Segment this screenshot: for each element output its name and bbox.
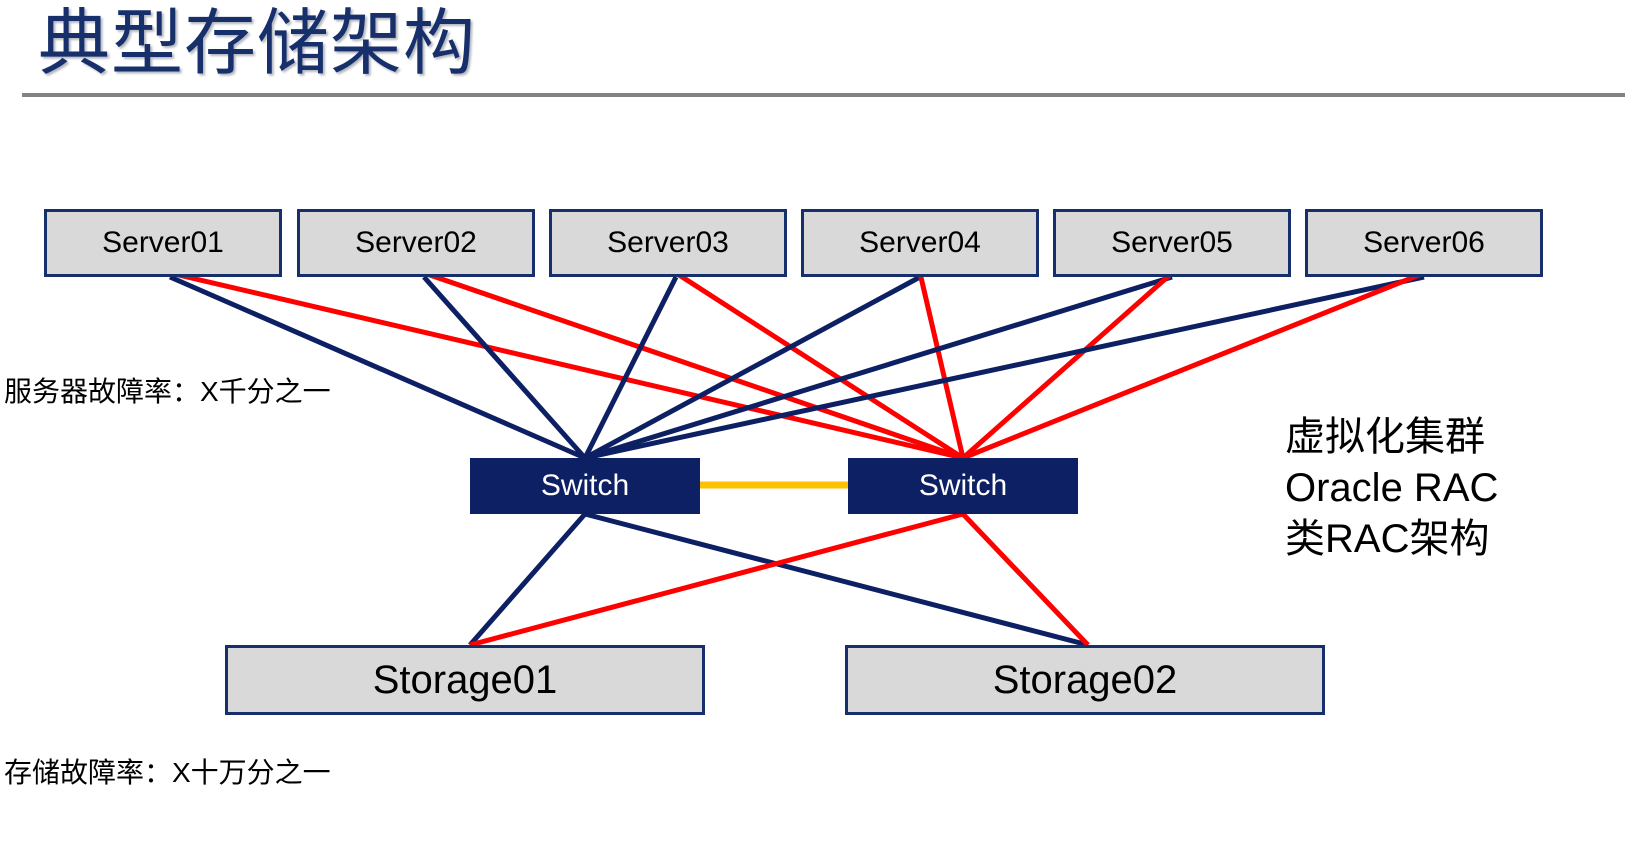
link-server04-to-switch-right <box>917 272 966 459</box>
server-label: Server01 <box>102 226 224 259</box>
link-server02-to-switch-right <box>423 270 964 461</box>
link-server03-to-switch-right <box>674 270 965 461</box>
link-switch-left-to-storage01 <box>468 512 587 647</box>
switch-node-switch-right[interactable]: Switch <box>848 458 1078 514</box>
storage-failure-rate-note: 存储故障率：X十万分之一 <box>4 757 331 788</box>
server-label: Server05 <box>1111 226 1233 259</box>
cluster-note-line-1: Oracle RAC <box>1285 466 1499 510</box>
link-server05-to-switch-right <box>961 271 1174 460</box>
title-divider <box>22 93 1625 97</box>
link-server04-to-switch-left <box>583 274 922 461</box>
link-server01-to-switch-right <box>169 270 964 461</box>
switch-label: Switch <box>918 469 1008 502</box>
switch-label: Switch <box>540 469 630 502</box>
link-server05-to-switch-left <box>584 274 1173 461</box>
server-node-server01[interactable]: Server01 <box>44 209 282 277</box>
switch-node-switch-left[interactable]: Switch <box>470 458 700 514</box>
server-label: Server04 <box>859 226 981 259</box>
link-server06-to-switch-left <box>584 274 1425 461</box>
link-server06-to-switch-right <box>962 270 1425 461</box>
cluster-note-line-2: 类RAC架构 <box>1285 517 1490 561</box>
server-label: Server02 <box>355 226 477 259</box>
server-label: Server06 <box>1363 226 1485 259</box>
server-node-server03[interactable]: Server03 <box>549 209 787 277</box>
page-title: 典型存储架构 <box>38 4 477 84</box>
storage-node-storage01[interactable]: Storage01 <box>225 645 705 715</box>
link-switch-right-to-storage02 <box>961 512 1090 647</box>
link-server02-to-switch-left <box>422 275 587 460</box>
server-node-server06[interactable]: Server06 <box>1305 209 1543 277</box>
topology-links <box>169 270 1425 648</box>
server-node-server05[interactable]: Server05 <box>1053 209 1291 277</box>
server-node-server04[interactable]: Server04 <box>801 209 1039 277</box>
storage-label: Storage01 <box>372 657 558 702</box>
link-server03-to-switch-left <box>582 275 679 460</box>
link-server01-to-switch-left <box>169 274 586 461</box>
cluster-note-line-0: 虚拟化集群 <box>1285 415 1485 459</box>
link-switch-left-to-storage02 <box>584 511 1089 648</box>
server-failure-rate-note: 服务器故障率：X千分之一 <box>4 376 331 407</box>
cluster-notes: 虚拟化集群 Oracle RAC 类RAC架构 <box>1285 412 1498 565</box>
server-node-server02[interactable]: Server02 <box>297 209 535 277</box>
storage-node-storage02[interactable]: Storage02 <box>845 645 1325 715</box>
server-label: Server03 <box>607 226 729 259</box>
link-switch-right-to-storage01 <box>469 511 964 648</box>
storage-label: Storage02 <box>992 657 1178 702</box>
